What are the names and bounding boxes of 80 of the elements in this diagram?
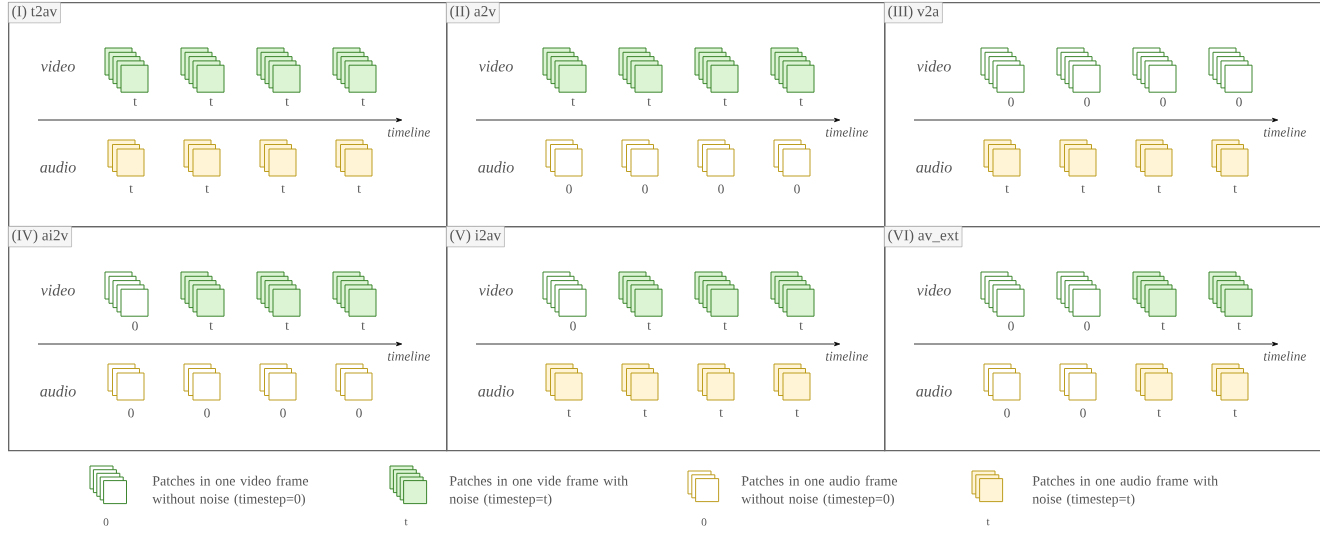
timestep-label: 0 bbox=[356, 408, 362, 418]
timestep-label: t bbox=[1081, 185, 1085, 193]
row-label: video bbox=[478, 284, 513, 296]
timestep-label: t bbox=[357, 185, 361, 193]
row-label: audio bbox=[916, 385, 952, 397]
timestep-label: t bbox=[129, 185, 133, 193]
panel-title: (VI) av_ext bbox=[884, 226, 963, 248]
timestep-label: t bbox=[361, 322, 365, 330]
timestep-label: 0 bbox=[132, 321, 138, 331]
timestep-label: 0 bbox=[128, 408, 134, 418]
timestep-label: 0 bbox=[103, 518, 109, 526]
row-label: audio bbox=[916, 161, 952, 173]
row-label: video bbox=[916, 60, 951, 72]
row-label: video bbox=[40, 60, 75, 72]
panel-title: (V) i2av bbox=[446, 226, 505, 248]
timestep-label: 0 bbox=[204, 408, 210, 418]
row-label: video bbox=[40, 284, 75, 296]
timestep-label: 0 bbox=[1084, 97, 1090, 107]
timestep-label: 0 bbox=[1004, 408, 1010, 418]
row-label: audio bbox=[40, 385, 76, 397]
timestep-label: t bbox=[567, 409, 571, 417]
timestep-label: t bbox=[209, 322, 213, 330]
timestep-label: t bbox=[1237, 322, 1241, 330]
timestep-label: t bbox=[361, 98, 365, 106]
timestep-label: 0 bbox=[794, 184, 800, 194]
axis-label: timeline bbox=[1263, 127, 1306, 137]
timestep-label: t bbox=[643, 409, 647, 417]
panel-title: (IV) ai2v bbox=[8, 226, 72, 248]
timestep-label: t bbox=[133, 98, 137, 106]
timestep-label: t bbox=[723, 322, 727, 330]
panel-title: (II) a2v bbox=[446, 2, 500, 24]
timestep-label: 0 bbox=[1160, 97, 1166, 107]
timestep-label: t bbox=[1157, 185, 1161, 193]
row-label: video bbox=[478, 60, 513, 72]
axis-label: timeline bbox=[387, 127, 430, 137]
timestep-label: t bbox=[795, 409, 799, 417]
timestep-label: t bbox=[719, 409, 723, 417]
timestep-label: 0 bbox=[1080, 408, 1086, 418]
timestep-label: t bbox=[404, 518, 408, 526]
timestep-label: t bbox=[571, 98, 575, 106]
timestep-label: 0 bbox=[1236, 97, 1242, 107]
legend-text: Patches in one audio frame with noise (timestep=t) bbox=[1032, 475, 1218, 507]
timestep-label: t bbox=[647, 98, 651, 106]
timestep-label: t bbox=[281, 185, 285, 193]
timestep-label: t bbox=[285, 98, 289, 106]
timestep-label: t bbox=[209, 98, 213, 106]
axis-label: timeline bbox=[825, 127, 868, 137]
timestep-label: 0 bbox=[280, 408, 286, 418]
timestep-label: 0 bbox=[718, 184, 724, 194]
row-label: audio bbox=[478, 161, 514, 173]
timestep-label: t bbox=[285, 322, 289, 330]
panel-title: (I) t2av bbox=[8, 2, 61, 24]
legend-text: Patches in one video frame without noise (timestep=0) bbox=[152, 475, 309, 507]
timestep-label: t bbox=[799, 322, 803, 330]
row-label: audio bbox=[478, 385, 514, 397]
timestep-label: t bbox=[799, 98, 803, 106]
timestep-label: t bbox=[723, 98, 727, 106]
timestep-label: 0 bbox=[642, 184, 648, 194]
timestep-label: 0 bbox=[1008, 321, 1014, 331]
timestep-label: 0 bbox=[1008, 97, 1014, 107]
legend-text: Patches in one vide frame with noise (timestep=t) bbox=[449, 475, 628, 507]
panel-title: (III) v2a bbox=[884, 2, 943, 24]
timestep-label: t bbox=[1161, 322, 1165, 330]
legend-text: Patches in one audio frame without noise (timestep=0) bbox=[741, 475, 898, 507]
timestep-label: t bbox=[1233, 185, 1237, 193]
timestep-label: 0 bbox=[566, 184, 572, 194]
timestep-label: t bbox=[647, 322, 651, 330]
axis-label: timeline bbox=[387, 351, 430, 361]
axis-label: timeline bbox=[825, 351, 868, 361]
timestep-label: t bbox=[205, 185, 209, 193]
axis-label: timeline bbox=[1263, 351, 1306, 361]
row-label: audio bbox=[40, 161, 76, 173]
timestep-label: t bbox=[986, 518, 990, 526]
timestep-label: 0 bbox=[701, 518, 707, 526]
row-label: video bbox=[916, 284, 951, 296]
timestep-label: t bbox=[1233, 409, 1237, 417]
timestep-label: t bbox=[1157, 409, 1161, 417]
timestep-label: t bbox=[1005, 185, 1009, 193]
timestep-label: 0 bbox=[1084, 321, 1090, 331]
timestep-label: 0 bbox=[570, 321, 576, 331]
